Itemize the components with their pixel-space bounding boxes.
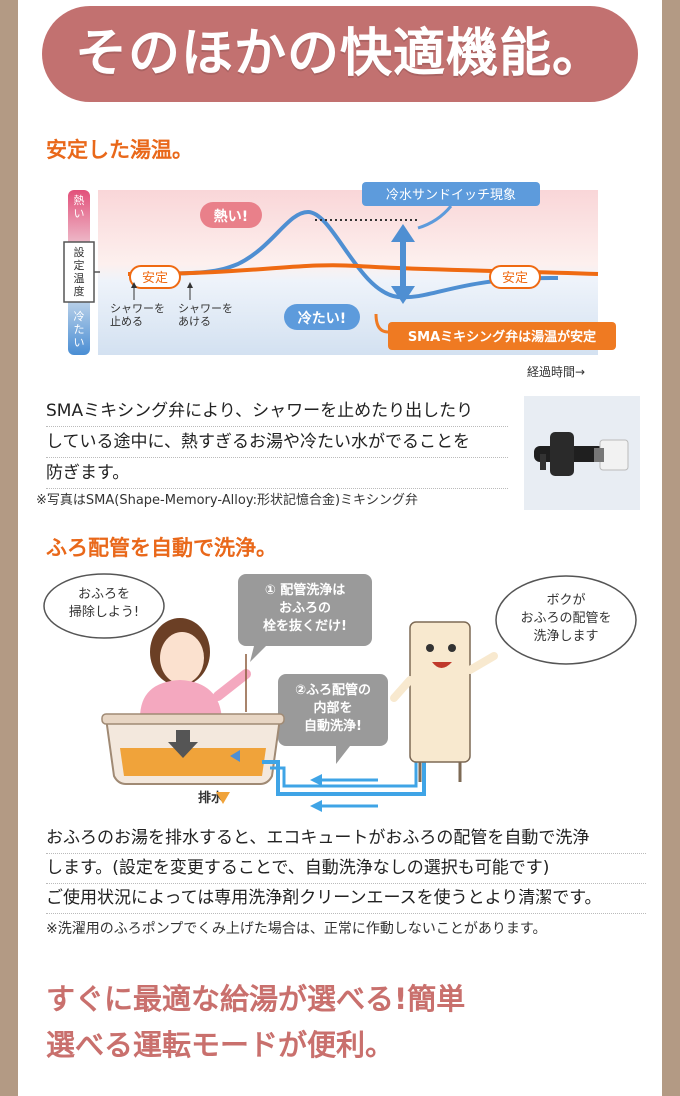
pipe-outer — [262, 740, 426, 796]
unstable-temp-curve — [127, 209, 559, 300]
woman-illustration — [140, 618, 251, 720]
cold-bubble — [284, 304, 360, 330]
scale-set-temp-label: 設定温度 — [74, 245, 85, 298]
sma-valve-photo — [524, 396, 640, 510]
bottom-heading-line-2: 選べる運転モードが便利。 — [46, 1028, 395, 1062]
stable-right-badge — [489, 265, 541, 289]
pipe-text-line-2: します。(設定を変更することで、自動洗浄なしの選択も可能です) — [46, 854, 646, 884]
page-banner: そのほかの快適機能。 — [42, 6, 638, 102]
stable-text-line-1: SMAミキシング弁により、シャワーを止めたり出したり — [46, 396, 508, 427]
drain-arrow-icon — [216, 792, 230, 804]
temperature-diagram-svg: 熱い 設定温度 冷たい 安定 安定 熱い! 冷たい! 冷水サン — [63, 182, 616, 379]
step2-text: ②ふろ配管の内部を自動洗浄! — [295, 682, 371, 734]
step2-box — [278, 674, 388, 746]
pipe-cleaning-note: ※洗濯用のふろポンプでくみ上げた場合は、正常に作動しないことがあります。 — [46, 921, 547, 937]
bottom-heading: すぐに最適な給湯が選べる!簡単 選べる運転モードが便利。 — [46, 976, 465, 1068]
temperature-diagram: 熱い 設定温度 冷たい 安定 安定 熱い! 冷たい! 冷水サン — [58, 182, 628, 382]
woman-speech-bubble — [43, 573, 165, 639]
stable-temp-description: SMAミキシング弁により、シャワーを止めたり出したり している途中に、熱すぎるお… — [46, 396, 508, 489]
unit-speech-text: ボクがおふろの配管を洗浄します — [520, 593, 611, 644]
step1-box — [238, 574, 372, 646]
scale-hot-label: 熱い — [74, 194, 85, 220]
sandwich-label-box — [362, 182, 540, 206]
svg-text:熱い!: 熱い! — [214, 208, 248, 225]
bottom-heading-line-1: すぐに最適な給湯が選べる!簡単 — [46, 982, 466, 1016]
pipe-inner — [270, 740, 418, 788]
arrow-stop-caption: シャワーを止める — [110, 302, 165, 328]
svg-text:冷たい!: 冷たい! — [298, 310, 346, 327]
stable-text-line-2: している途中に、熱すぎるお湯や冷たい水がでることを — [46, 427, 508, 458]
pipe-cleaning-illustration: おふろを掃除しよう! ① 配管洗浄はおふろの栓を抜くだけ! ②ふろ配管の内部を自… — [40, 570, 640, 820]
svg-text:冷水サンドイッチ現象: 冷水サンドイッチ現象 — [386, 188, 516, 203]
step1-text: ① 配管洗浄はおふろの栓を抜くだけ! — [263, 582, 347, 634]
svg-text:SMAミキシング弁は湯温が安定: SMAミキシング弁は湯温が安定 — [408, 329, 596, 345]
pipe-text-line-3: ご使用状況によっては専用洗浄剤クリーンエースを使うとより清潔です。 — [46, 884, 646, 914]
sma-photo-note: ※写真はSMA(Shape-Memory-Alloy:形状記憶合金)ミキシング弁 — [36, 493, 419, 508]
unit-speech-bubble — [495, 575, 637, 665]
time-axis-label: 経過時間→ — [527, 365, 585, 379]
hot-bubble — [200, 202, 262, 228]
ecocute-unit-character — [390, 621, 498, 782]
pipe-cleaning-description: おふろのお湯を排水すると、エコキュートがおふろの配管を自動で洗浄 します。(設定… — [46, 824, 646, 914]
bathtub — [101, 713, 285, 785]
woman-speech-text: おふろを掃除しよう! — [69, 587, 139, 620]
section-title-pipe-cleaning: ふろ配管を自動で洗浄。 — [46, 536, 277, 560]
stable-text-line-3: 防ぎます。 — [46, 458, 508, 489]
scale-cold-label: 冷たい — [74, 310, 85, 349]
pipe-text-line-1: おふろのお湯を排水すると、エコキュートがおふろの配管を自動で洗浄 — [46, 824, 646, 854]
stable-left-text: 安定 — [142, 271, 168, 286]
stable-right-text: 安定 — [502, 271, 528, 286]
stable-left-badge — [129, 265, 181, 289]
arrow-start-caption: シャワーをあける — [178, 302, 233, 328]
section-title-stable-temp: 安定した湯温。 — [46, 138, 193, 162]
sma-label-box — [388, 322, 616, 350]
